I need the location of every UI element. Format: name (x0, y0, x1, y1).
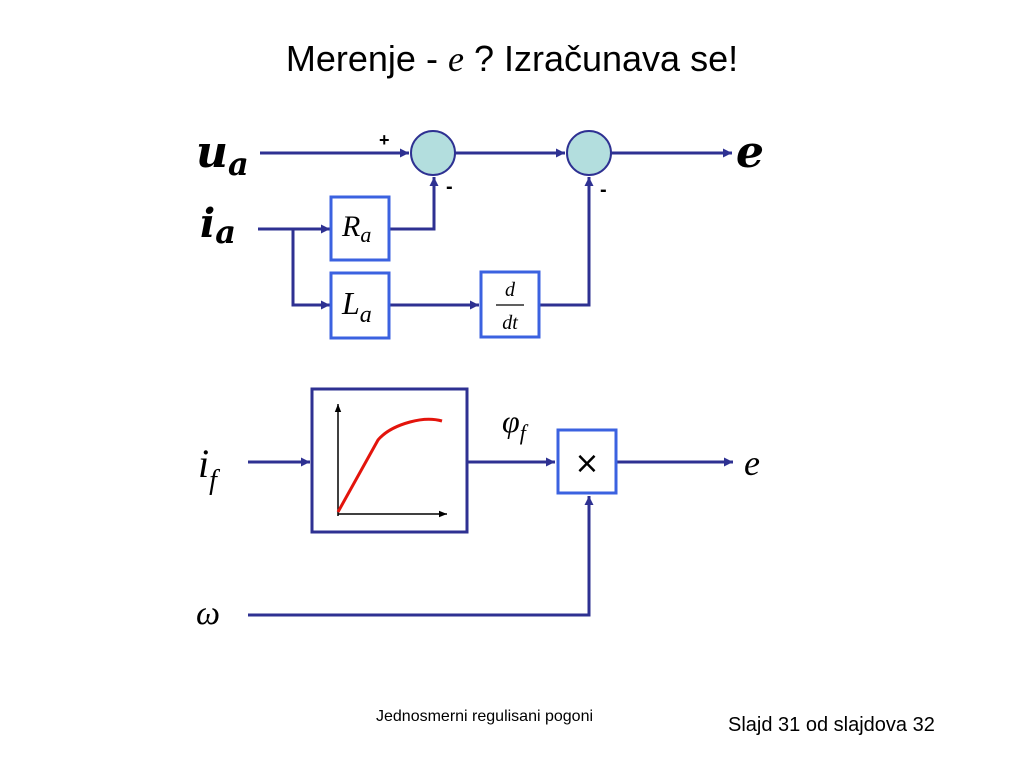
summing-junction-2 (566, 130, 612, 176)
label-ia: ia (200, 200, 236, 251)
diagram-armature: ua ia e + - - Ra La d dt (196, 127, 764, 340)
label-if: if (198, 441, 220, 496)
block-ra-label: Ra (341, 210, 371, 247)
line-omega-to-multiplier (248, 496, 594, 617)
page-title: Merenje - e ? Izračunava se! (0, 38, 1024, 80)
block-multiplier (556, 428, 618, 495)
footer-course-name: Jednosmerni regulisani pogoni (376, 708, 594, 725)
multiplier-sign: × (574, 446, 599, 481)
label-phi-f: φf (502, 403, 529, 445)
sum1-minus-sign: - (446, 176, 453, 198)
derivative-denominator: dt (502, 312, 518, 334)
line-ra-to-sum1 (389, 177, 439, 231)
line-ia-to-la (291, 229, 330, 310)
magnetization-curve (336, 417, 443, 513)
title-variable: e (447, 39, 464, 79)
sum2-minus-sign: - (600, 179, 607, 201)
footer-slide-number: Slajd 31 od slajdova 32 (728, 714, 935, 736)
block-la (329, 271, 391, 340)
line-ddt-to-sum2 (539, 177, 594, 307)
summing-junction-1 (410, 130, 456, 176)
block-la-label: La (341, 285, 372, 328)
label-ua: ua (196, 127, 249, 183)
diagram-field: if ω φf e × (196, 387, 760, 632)
label-output-e: e (736, 127, 764, 178)
derivative-numerator: d (505, 279, 516, 301)
label-output-e2: e (744, 443, 760, 483)
block-ra (329, 195, 391, 262)
title-after: ? Izračunava se! (463, 38, 739, 79)
title-before: Merenje - (285, 38, 448, 79)
sum1-plus-sign: + (379, 130, 390, 150)
label-omega: ω (196, 595, 220, 632)
block-magnetization-curve (310, 387, 469, 534)
